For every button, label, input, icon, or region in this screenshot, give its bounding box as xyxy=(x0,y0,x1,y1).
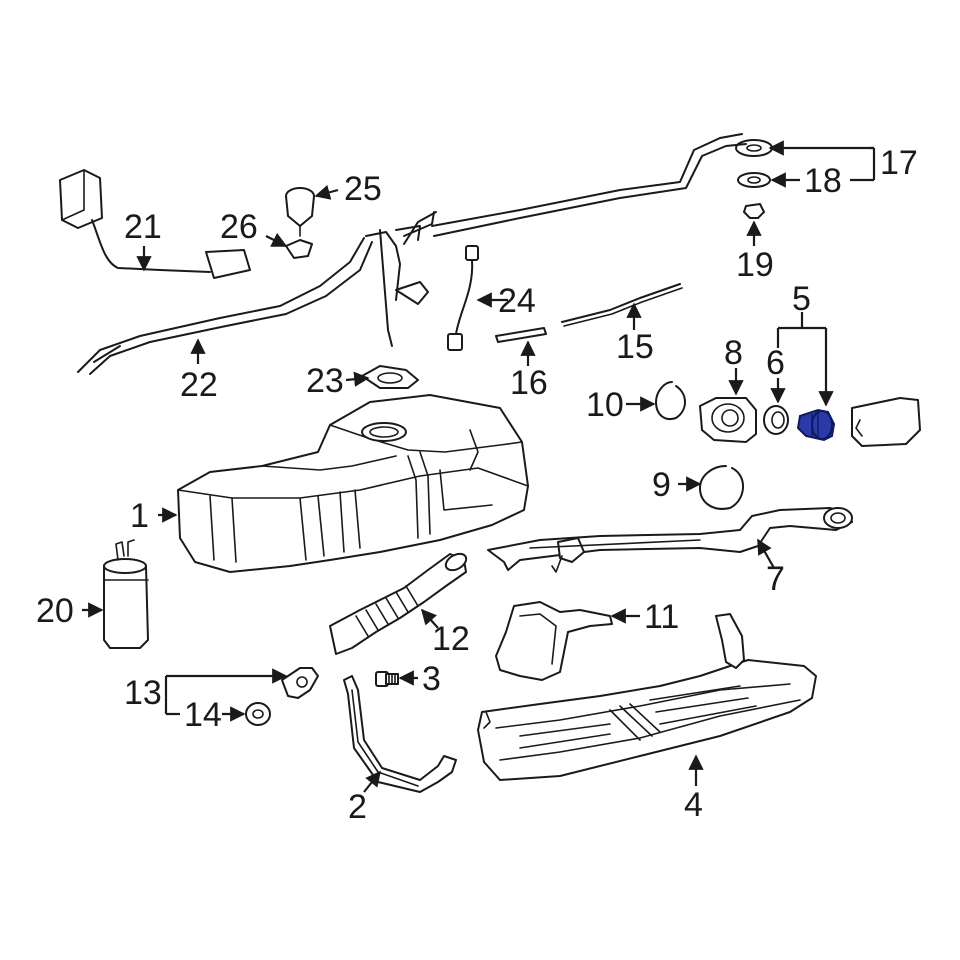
callout-10: 10 xyxy=(586,386,624,424)
callout-4: 4 xyxy=(684,786,703,824)
part-6-gasket[interactable] xyxy=(763,405,789,435)
part-8-filler-bezel[interactable] xyxy=(699,397,757,443)
callout-20: 20 xyxy=(36,592,74,630)
leader-lines xyxy=(82,140,876,793)
part-2-tank-strap[interactable] xyxy=(343,675,457,793)
callout-17: 17 xyxy=(880,144,918,182)
callout-7: 7 xyxy=(766,560,785,598)
part-22-fuel-line[interactable] xyxy=(77,237,373,375)
part-25-sender-cap[interactable] xyxy=(285,187,315,237)
part-17-grommet[interactable] xyxy=(735,139,773,157)
callout-21: 21 xyxy=(124,208,162,246)
callout-15: 15 xyxy=(616,328,654,366)
callout-3: 3 xyxy=(422,660,441,698)
callout-5: 5 xyxy=(792,280,811,318)
part-13-valve[interactable] xyxy=(281,667,319,699)
part-21-fuel-pump-module[interactable] xyxy=(59,169,251,279)
callout-14: 14 xyxy=(184,696,222,734)
callout-8: 8 xyxy=(724,334,743,372)
callout-26: 26 xyxy=(220,208,258,246)
fuel-door[interactable] xyxy=(851,397,921,447)
callout-9: 9 xyxy=(652,466,671,504)
part-11-heat-shield[interactable] xyxy=(495,601,613,681)
part-1-fuel-tank[interactable] xyxy=(177,394,529,573)
fuel-line-bracket-assembly xyxy=(365,133,747,347)
callout-22: 22 xyxy=(180,366,218,404)
callout-16: 16 xyxy=(510,364,548,402)
part-18-grommet[interactable] xyxy=(737,172,771,188)
part-19-clip[interactable] xyxy=(743,203,765,219)
part-9-clamp[interactable] xyxy=(699,465,744,510)
callout-19: 19 xyxy=(736,246,774,284)
part-20-fuel-filter[interactable] xyxy=(103,539,149,649)
callout-6: 6 xyxy=(766,344,785,382)
callout-13: 13 xyxy=(124,674,162,712)
part-5-fuel-cap[interactable] xyxy=(796,408,836,442)
part-12-filler-hose[interactable] xyxy=(329,550,469,655)
callout-23: 23 xyxy=(306,362,344,400)
part-3-bolt[interactable] xyxy=(375,671,399,687)
part-15-tube[interactable] xyxy=(561,283,683,327)
part-10-clamp[interactable] xyxy=(655,381,686,420)
part-16-hose[interactable] xyxy=(495,327,547,343)
part-14-grommet[interactable] xyxy=(245,702,271,726)
callout-12: 12 xyxy=(432,620,470,658)
callout-18: 18 xyxy=(804,162,842,200)
callout-25: 25 xyxy=(344,170,382,208)
callout-labels: 1 2 3 4 5 6 7 8 9 10 11 12 13 14 15 16 1… xyxy=(36,144,918,826)
part-26-lock-ring[interactable] xyxy=(285,239,313,259)
part-7-filler-pipe[interactable] xyxy=(487,507,853,573)
part-4-skid-plate[interactable] xyxy=(477,613,817,781)
callout-1: 1 xyxy=(130,497,149,535)
callout-11: 11 xyxy=(644,598,679,636)
part-24-wiring-harness[interactable] xyxy=(447,245,479,351)
callout-24: 24 xyxy=(498,282,536,320)
part-23-gasket[interactable] xyxy=(361,365,419,389)
callout-2: 2 xyxy=(348,788,367,826)
